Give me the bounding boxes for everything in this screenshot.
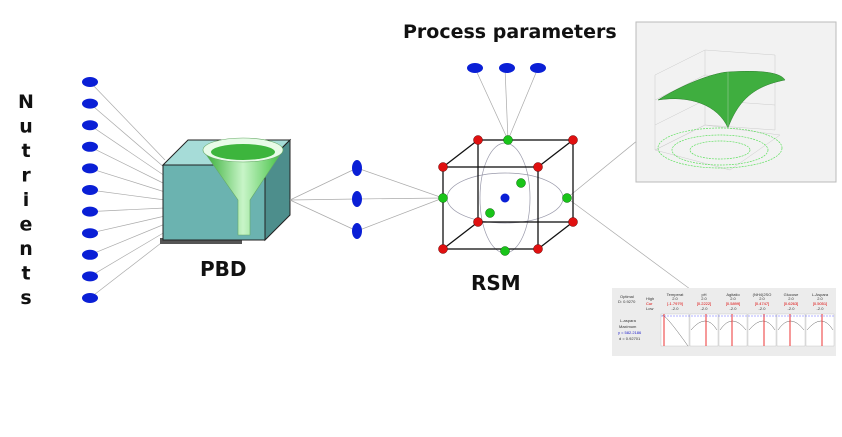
factor-high: 2.0: [817, 296, 823, 301]
d-result: d = 0.92701: [619, 336, 641, 341]
connector-line: [89, 223, 166, 256]
optimal-label: Optimal: [620, 294, 634, 299]
process-parameters-title: Process parameters: [403, 21, 617, 43]
factor-high: 2.0: [672, 296, 678, 301]
desirability-curve: [806, 320, 834, 331]
nutrients-letter: i: [23, 189, 30, 211]
nutrients-letter: t: [21, 263, 30, 285]
connector-line: [89, 146, 166, 185]
nutrient-ellipse: [82, 228, 98, 239]
connector-line: [89, 215, 166, 234]
pbd-label: PBD: [200, 257, 247, 281]
factor-plot: [776, 313, 806, 347]
nutrients-letter: n: [19, 238, 33, 260]
nutrients-letter: t: [21, 140, 30, 162]
connector-line: [89, 231, 166, 277]
factor-name: pH: [701, 292, 706, 297]
nutrient-ellipse: [82, 77, 98, 87]
nutrient-connector-lines: [89, 81, 166, 299]
pbd-box: [160, 137, 292, 244]
nutrient-ellipse: [82, 206, 98, 217]
connector-line: [89, 81, 166, 161]
factor-low: -2.0: [730, 306, 738, 311]
response-name: L-aspara: [620, 318, 637, 323]
factor-cur: [0.5051]: [813, 301, 827, 306]
connector-line: [89, 124, 166, 177]
low-label: Low: [646, 306, 653, 311]
nutrients-letter: e: [20, 214, 33, 236]
nutrients-letter: r: [21, 165, 31, 187]
connector-line: [89, 103, 166, 169]
factor-cur: [-1.7979]: [667, 301, 683, 306]
nutrients-letter: u: [19, 116, 33, 138]
factor-cur: [0.5899]: [726, 301, 740, 306]
factor-plot: [718, 313, 748, 347]
factor-plot: [805, 313, 835, 347]
connector-line: [89, 207, 166, 212]
d-value: D: 0.9270: [618, 299, 636, 304]
nutrient-ellipse: [82, 141, 98, 152]
nutrients-letter: N: [18, 91, 34, 113]
pbd-rsm-connector-lines: [289, 67, 691, 290]
nutrients-letter: s: [20, 287, 31, 309]
connector-line: [89, 239, 166, 299]
factor-plot: [747, 313, 777, 347]
nutrient-ellipses: [82, 77, 98, 303]
nutrient-ellipse: [82, 293, 98, 303]
central-composite-design-cube: [438, 135, 578, 256]
desirability-curve: [748, 320, 776, 331]
funnel-icon: [202, 137, 284, 236]
factor-cur: [0.2222]: [697, 301, 711, 306]
factor-cur: [0.4747]: [755, 301, 769, 306]
goal-label: Maximum: [619, 324, 637, 329]
factor-column: pH2.0[0.2222]-2.0: [689, 292, 719, 347]
significant-factor-ellipses: [352, 160, 362, 239]
factor-low: -2.0: [759, 306, 767, 311]
optimization-plot-panel: Optimal D: 0.9270 High Cur Low L-aspara …: [612, 288, 836, 356]
cur-label: Cur: [646, 301, 653, 306]
factor-low: -2.0: [701, 306, 709, 311]
factor-low: -2.0: [672, 306, 680, 311]
process-parameter-ellipses: [467, 63, 546, 73]
factor-name: L-Aspara: [812, 292, 829, 297]
nutrient-ellipse: [82, 163, 98, 174]
connector-line: [89, 168, 166, 193]
nutrient-ellipse: [82, 271, 98, 282]
factor-name: (NH4)2SO: [753, 292, 772, 297]
y-value: y = 582.2186: [618, 330, 642, 335]
nutrient-ellipse: [82, 185, 98, 195]
factor-low: -2.0: [817, 306, 825, 311]
factor-plot: [689, 313, 719, 347]
high-label: High: [646, 296, 654, 301]
nutrient-ellipse: [82, 98, 98, 109]
response-surface-plot: [635, 21, 837, 183]
factor-high: 2.0: [701, 296, 707, 301]
factor-low: -2.0: [788, 306, 796, 311]
factor-high: 2.0: [759, 296, 765, 301]
connector-line: [89, 189, 166, 201]
factor-name: Agitatio: [726, 292, 740, 297]
factor-high: 2.0: [788, 296, 794, 301]
factor-name: Temperat: [667, 292, 685, 297]
nutrient-ellipse: [82, 120, 98, 131]
factor-name: Glucose: [784, 292, 799, 297]
nutrient-ellipse: [82, 249, 98, 260]
rsm-label: RSM: [471, 271, 521, 295]
desirability-curve: [690, 320, 718, 331]
factor-high: 2.0: [730, 296, 736, 301]
factor-cur: [0.6263]: [784, 301, 798, 306]
